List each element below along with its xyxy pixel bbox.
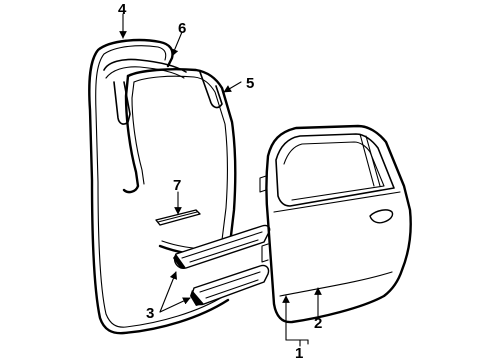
callout-7: 7 xyxy=(173,177,181,194)
side-molding-upper xyxy=(173,224,271,269)
callout-4: 4 xyxy=(118,1,127,18)
callout-1: 1 xyxy=(295,345,303,360)
door-frame-weatherstrip xyxy=(122,68,237,258)
callout-6: 6 xyxy=(178,20,186,37)
upper-belt-seal xyxy=(103,58,223,125)
rear-door-shell xyxy=(259,124,412,324)
sill-trim-strip xyxy=(155,209,201,226)
callout-labels: 4 6 5 7 3 2 1 xyxy=(118,1,322,360)
side-molding-lower xyxy=(190,264,270,306)
callout-3: 3 xyxy=(146,305,154,322)
callout-5: 5 xyxy=(246,75,254,92)
callout-2: 2 xyxy=(314,315,322,332)
leader-lines xyxy=(119,13,322,347)
